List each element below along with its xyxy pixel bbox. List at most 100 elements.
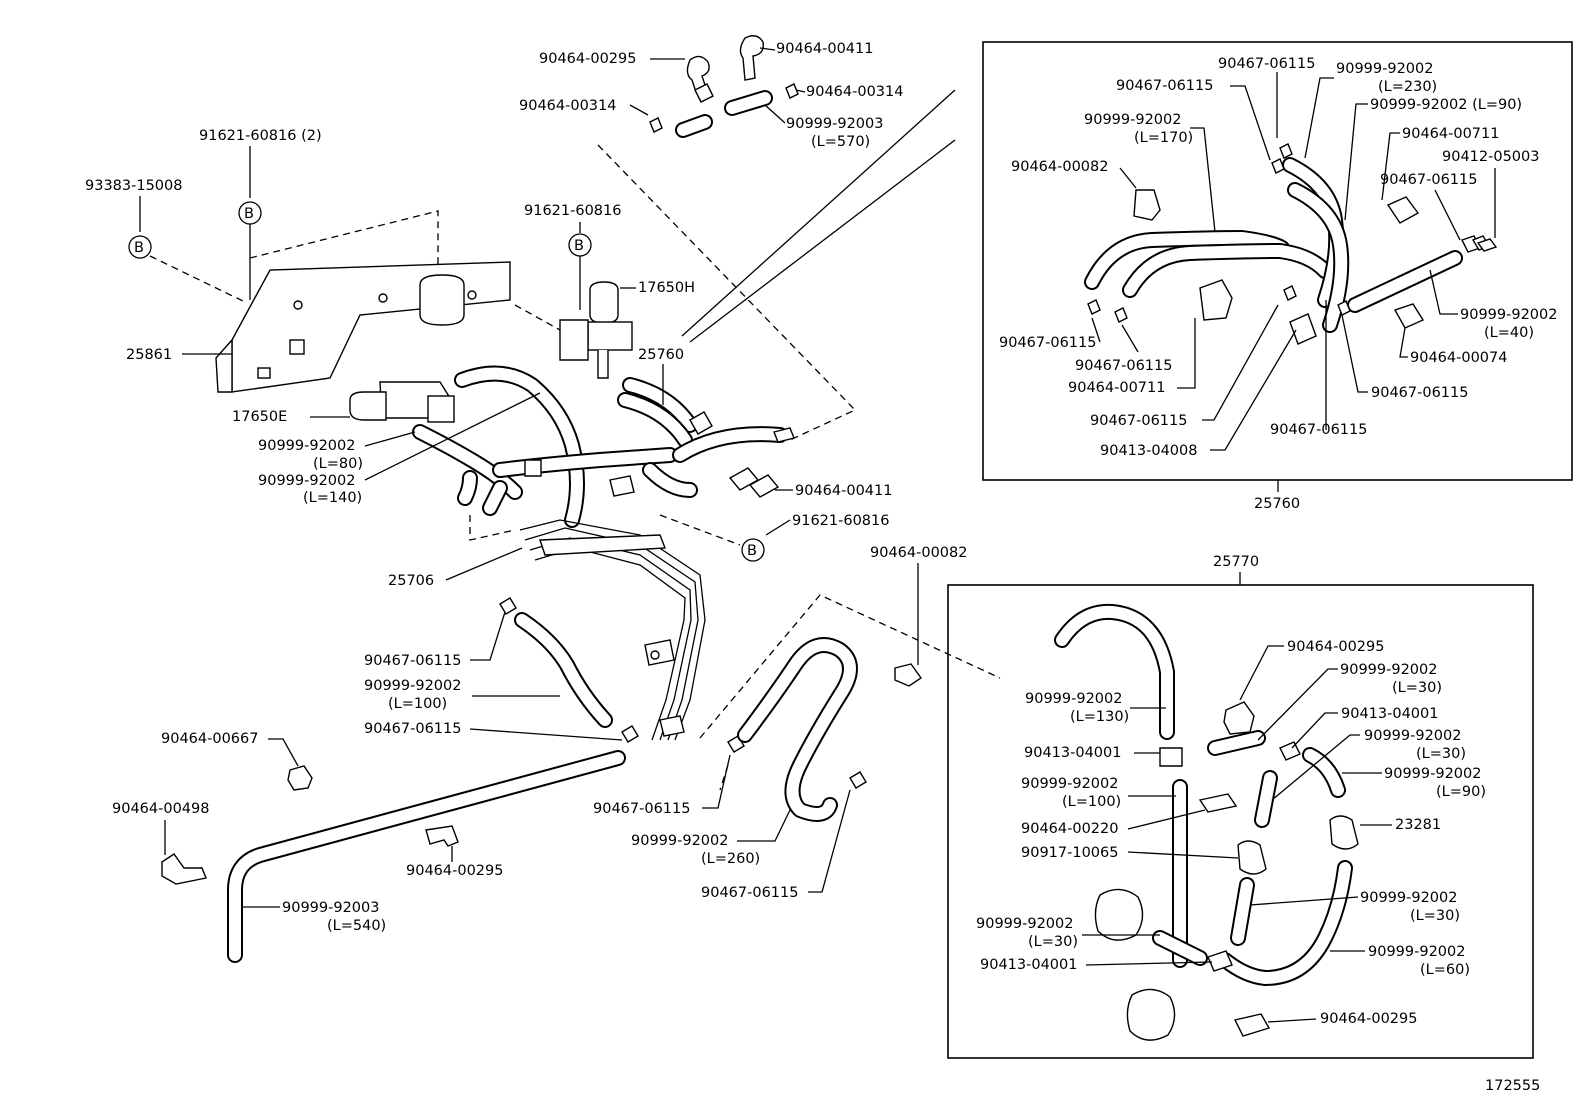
b25770-p23281: 23281 — [1395, 817, 1441, 833]
label-clamp-6115-b: 90467-06115 — [364, 721, 462, 737]
label-hose-100-no: 90999-92002 — [364, 678, 462, 694]
label-bolt-b: 91621-60816 — [524, 203, 622, 219]
b25770-h30b-len: (L=30) — [1416, 746, 1466, 762]
ref-circle-b-2 — [128, 235, 152, 259]
ref-circle-b-4 — [741, 538, 765, 562]
b25770-h90-len: (L=90) — [1436, 784, 1486, 800]
label-hose-140-len: (L=140) — [303, 490, 362, 506]
b25760-c6115-bm2: 90467-06115 — [1270, 422, 1368, 438]
b25760-v5003: 90412-05003 — [1442, 149, 1540, 165]
label-hose-140-no: 90999-92002 — [258, 473, 356, 489]
label-top-hose-len: (L=570) — [811, 134, 870, 150]
b25760-a2: 90467-06115 — [1116, 78, 1214, 94]
b25770-h100-no: 90999-92002 — [1021, 776, 1119, 792]
ref-b-3: B — [574, 238, 584, 254]
b25760-h90: 90999-92002 (L=90) — [1370, 97, 1522, 113]
pipe-25706 — [519, 519, 706, 741]
b25770-h30a-no: 90999-92002 — [1340, 662, 1438, 678]
label-hose-80-no: 90999-92002 — [258, 438, 356, 454]
b25760-c082: 90464-00082 — [1011, 159, 1109, 175]
ref-b-1: B — [244, 206, 254, 222]
b25760-v4008: 90413-04008 — [1100, 443, 1198, 459]
diagram-number: 172555 — [1485, 1078, 1540, 1094]
b25760-h230-no: 90999-92002 — [1336, 61, 1434, 77]
b25770-h130-len: (L=130) — [1070, 709, 1129, 725]
label-clamp-667: 90464-00667 — [161, 731, 259, 747]
b25760-c6115-bl1: 90467-06115 — [999, 335, 1097, 351]
box-25770-title: 25770 — [1213, 554, 1259, 570]
b25770-c295-t: 90464-00295 — [1287, 639, 1385, 655]
top-hose-group — [649, 35, 799, 138]
b25760-a1: 90467-06115 — [1218, 56, 1316, 72]
ref-b-4: B — [747, 543, 757, 559]
label-assy-25760: 25760 — [638, 347, 684, 363]
b25760-h230-len: (L=230) — [1378, 79, 1437, 95]
label-clamp-6115-d: 90467-06115 — [701, 885, 799, 901]
ref-b-2: B — [134, 240, 144, 256]
b25770-h60-len: (L=60) — [1420, 962, 1470, 978]
label-top-clamp-small-right: 90464-00314 — [806, 84, 904, 100]
clamp-667-shape — [287, 765, 313, 791]
vsv-17650e — [349, 381, 455, 423]
b25770-h90-no: 90999-92002 — [1384, 766, 1482, 782]
label-vsv-e: 17650E — [232, 409, 287, 425]
label-clamp-6115-a: 90467-06115 — [364, 653, 462, 669]
label-clamp-498: 90464-00498 — [112, 801, 210, 817]
box-25760-hoses — [1084, 143, 1498, 345]
clamp-082-b-shape — [894, 663, 922, 687]
label-bracket: 25861 — [126, 347, 172, 363]
b25770-h30a-len: (L=30) — [1392, 680, 1442, 696]
b25770-h30d-len: (L=30) — [1028, 934, 1078, 950]
box-25760-title: 25760 — [1254, 496, 1300, 512]
label-pipe: 25706 — [388, 573, 434, 589]
b25770-v4001-b: 90413-04001 — [1341, 706, 1439, 722]
b25770-h30c-no: 90999-92002 — [1360, 890, 1458, 906]
label-clamp-6115-c: 90467-06115 — [593, 801, 691, 817]
clamp-498-shape — [161, 853, 207, 885]
b25770-c220: 90464-00220 — [1021, 821, 1119, 837]
b25770-h30c-len: (L=30) — [1410, 908, 1460, 924]
b25770-h30d-no: 90999-92002 — [976, 916, 1074, 932]
clip-411-b — [728, 467, 780, 498]
hose-harness-25760 — [412, 365, 795, 528]
bracket-25861 — [215, 261, 511, 393]
label-hose-100-len: (L=100) — [388, 696, 447, 712]
box-25770-parts — [1054, 603, 1359, 1041]
b25760-c711-b: 90464-00711 — [1068, 380, 1166, 396]
label-washer: 93383-15008 — [85, 178, 183, 194]
b25770-f10065: 90917-10065 — [1021, 845, 1119, 861]
b25760-c6115-bl2: 90467-06115 — [1075, 358, 1173, 374]
b25770-h30b-no: 90999-92002 — [1364, 728, 1462, 744]
b25760-h170-no: 90999-92002 — [1084, 112, 1182, 128]
label-top-clip: 90464-00411 — [776, 41, 874, 57]
clamp-6115-d-shape — [849, 771, 867, 789]
clamp-6115-b-shape — [621, 725, 639, 743]
label-clip-411-b: 90464-00411 — [795, 483, 893, 499]
b25770-v4001-c: 90413-04001 — [980, 957, 1078, 973]
label-hose-540-no: 90999-92003 — [282, 900, 380, 916]
clamp-295-b-shape — [425, 825, 459, 847]
b25760-h40-len: (L=40) — [1484, 325, 1534, 341]
b25770-h60-no: 90999-92002 — [1368, 944, 1466, 960]
b25760-h40-no: 90999-92002 — [1460, 307, 1558, 323]
b25760-c711-a: 90464-00711 — [1402, 126, 1500, 142]
b25770-c295-b: 90464-00295 — [1320, 1011, 1418, 1027]
label-hose-80-len: (L=80) — [313, 456, 363, 472]
label-vsv-h: 17650H — [638, 280, 695, 296]
b25770-h100-len: (L=100) — [1062, 794, 1121, 810]
label-top-clamp: 90464-00295 — [539, 51, 637, 67]
b25760-h170-len: (L=170) — [1134, 130, 1193, 146]
label-top-clamp-small-left: 90464-00314 — [519, 98, 617, 114]
vsv-17650h — [559, 281, 633, 379]
label-clamp-082-b: 90464-00082 — [870, 545, 968, 561]
label-hose-540-len: (L=540) — [327, 918, 386, 934]
label-bolt-b2: 91621-60816 (2) — [199, 128, 322, 144]
b25770-h130-no: 90999-92002 — [1025, 691, 1123, 707]
label-hose-260-len: (L=260) — [701, 851, 760, 867]
label-bolt-b3: 91621-60816 — [792, 513, 890, 529]
label-hose-260-no: 90999-92002 — [631, 833, 729, 849]
b25770-v4001-a: 90413-04001 — [1024, 745, 1122, 761]
label-clamp-295-b: 90464-00295 — [406, 863, 504, 879]
